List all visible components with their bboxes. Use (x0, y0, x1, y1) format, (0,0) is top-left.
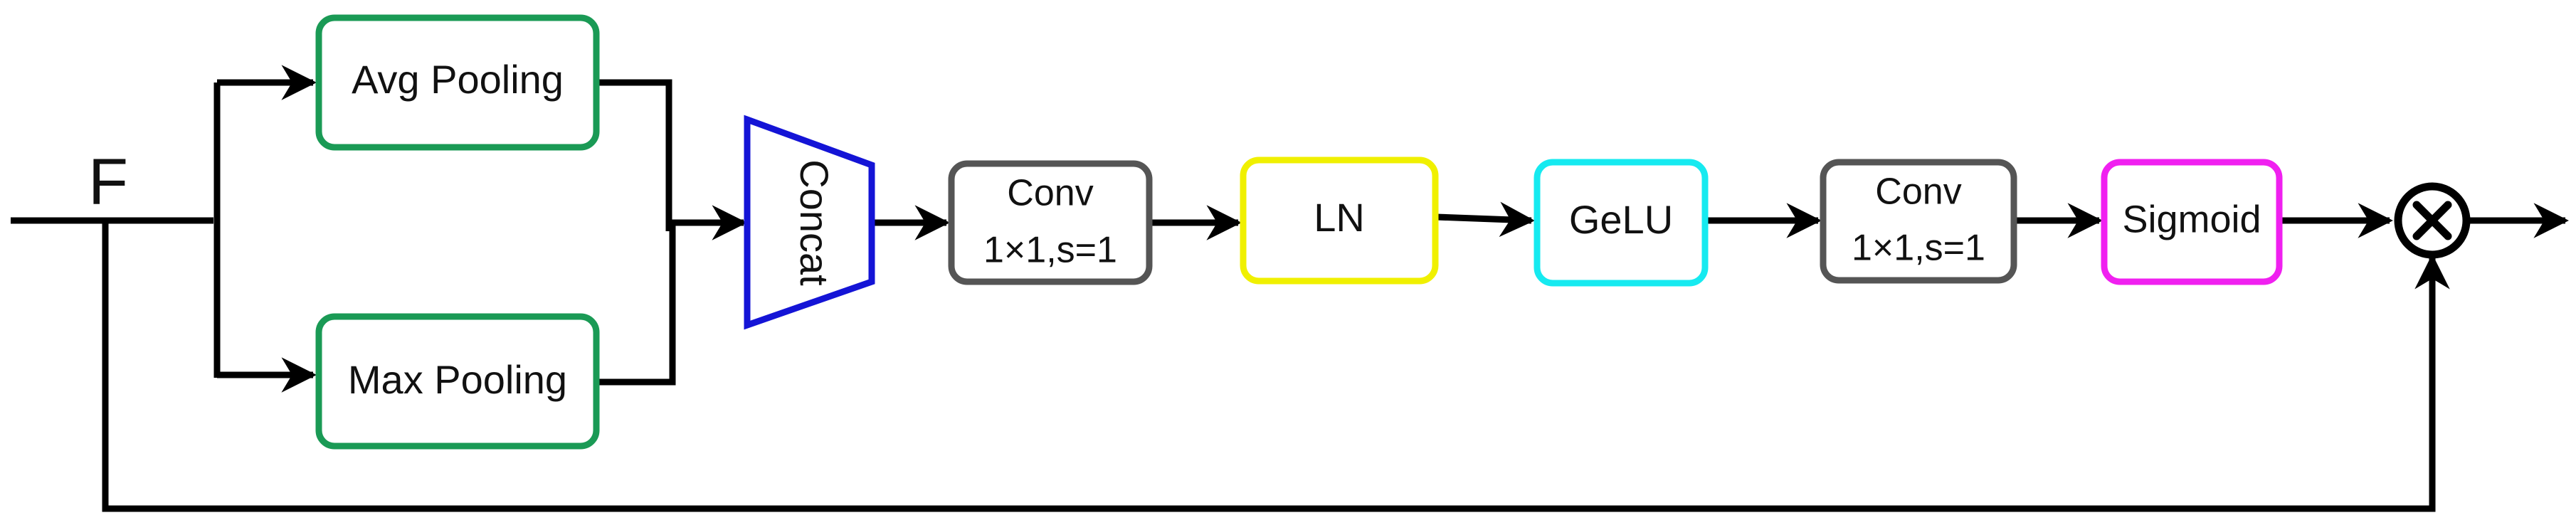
gelu-box (1534, 159, 1709, 287)
conv1-label: Conv (1007, 173, 1093, 214)
conv1-params-label: 1×1,s=1 (983, 230, 1117, 271)
conv2-node: Conv 1×1,s=1 (1820, 159, 2017, 284)
residual-skip-line (102, 221, 2450, 512)
gelu-label: GeLU (1569, 197, 1673, 242)
input-label-f: F (88, 145, 128, 218)
max-pooling-out-line (598, 224, 676, 386)
multiply-node (2394, 182, 2471, 259)
max-pooling-box (315, 313, 600, 450)
ln-label: LN (1314, 195, 1365, 240)
avg-pooling-node: Avg Pooling (315, 14, 600, 151)
conv2-params-label: 1×1,s=1 (1852, 228, 1985, 269)
sigmoid-node: Sigmoid (2101, 159, 2283, 285)
sigmoid-label: Sigmoid (2122, 198, 2261, 240)
max-pooling-label: Max Pooling (348, 357, 567, 402)
concat-trapezoid (744, 115, 875, 330)
conv2-box (1820, 159, 2017, 284)
multiply-cross-icon-stroke (2412, 201, 2452, 240)
avg-pooling-label: Avg Pooling (352, 57, 564, 102)
max-pooling-node: Max Pooling (315, 313, 600, 450)
avg-pooling-out-line (598, 79, 672, 231)
gelu-node: GeLU (1534, 159, 1709, 287)
arrow-to-gelu (1435, 201, 1535, 238)
ln-box (1240, 157, 1439, 285)
conv2-label: Conv (1875, 171, 1961, 213)
ln-node: LN (1240, 157, 1439, 285)
concat-label: Concat (792, 159, 837, 286)
conv1-box (948, 160, 1153, 285)
concat-node: Concat (744, 115, 875, 330)
conv1-node: Conv 1×1,s=1 (948, 160, 1153, 285)
sigmoid-box (2101, 159, 2283, 285)
avg-pooling-box (315, 14, 600, 151)
